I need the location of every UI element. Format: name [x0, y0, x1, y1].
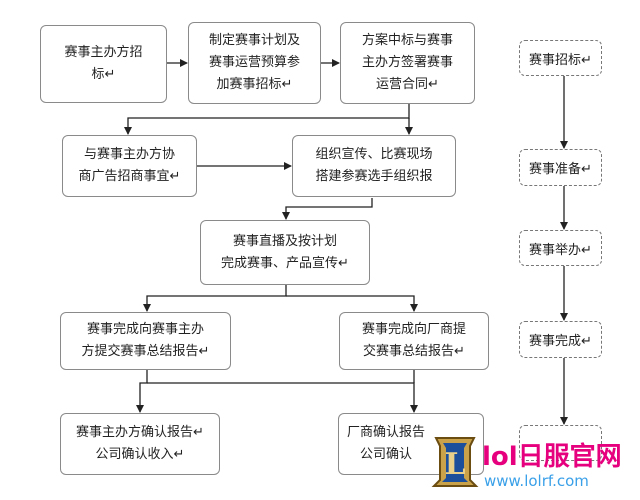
watermark-url: www.lolrf.com — [484, 472, 589, 490]
stage-final — [519, 425, 602, 461]
flow-box-organizer-confirm: 赛事主办方确认报告↵ 公司确认收入↵ — [60, 413, 220, 475]
watermark-title: lol日服官网 — [482, 442, 622, 472]
stage-hosting: 赛事举办↵ — [519, 230, 602, 266]
stage-bidding: 赛事招标↵ — [519, 40, 602, 76]
flow-box-plan-budget: 制定赛事计划及 赛事运营预算参 加赛事招标↵ — [188, 22, 321, 104]
stage-preparation: 赛事准备↵ — [519, 149, 602, 186]
flow-box-report-organizer: 赛事完成向赛事主办 方提交赛事总结报告↵ — [60, 312, 231, 370]
arrow-b3-b4 — [124, 104, 410, 135]
logo-letter: L — [444, 447, 465, 482]
lol-logo-icon: L — [431, 437, 479, 487]
flow-box-broadcast: 赛事直播及按计划 完成赛事、产品宣传↵ — [200, 220, 370, 285]
site-watermark: L lol日服官网 www.lolrf.com — [430, 430, 640, 500]
arrow-b7-b9 — [136, 370, 148, 413]
flow-box-contract: 方案中标与赛事 主办方签署赛事 运营合同↵ — [340, 22, 475, 104]
flow-box-sponsorship: 与赛事主办方协 商广告招商事宜↵ — [62, 135, 197, 197]
arrow-b5-b6 — [282, 198, 373, 220]
flow-box-bidding: 赛事主办方招 标↵ — [40, 25, 167, 103]
flow-box-promotion-setup: 组织宣传、比赛现场 搭建参赛选手组织报 — [292, 135, 456, 197]
stage-completion: 赛事完成↵ — [519, 321, 602, 358]
flow-box-report-vendor: 赛事完成向厂商提 交赛事总结报告↵ — [339, 312, 489, 370]
arrow-b6-b8 — [286, 295, 418, 312]
arrow-b7-b10 — [147, 382, 418, 413]
arrow-b6-b7 — [143, 285, 287, 312]
